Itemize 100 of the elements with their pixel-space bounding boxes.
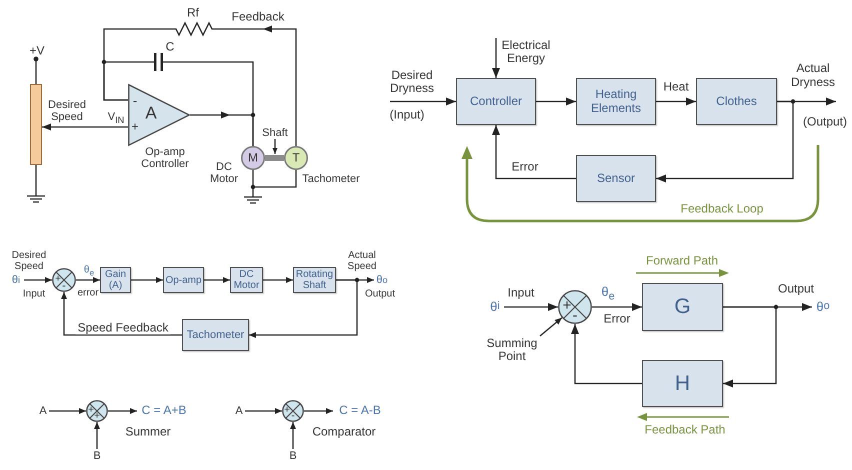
edge-label: Heat (661, 80, 691, 94)
block-label: Heating Elements (590, 88, 642, 115)
sign-label: - (62, 280, 66, 292)
shaft-label: Shaft (261, 127, 289, 139)
motor-shaft (265, 155, 284, 161)
feedback-wire (103, 22, 297, 146)
process-box (576, 78, 656, 125)
wire (42, 124, 128, 130)
summing-junction (282, 400, 304, 422)
input-label: B (91, 449, 103, 463)
caption-label: Tachometer (302, 172, 360, 186)
block-label: Op-amp (165, 274, 202, 286)
block-label: DC Motor (232, 269, 260, 291)
equation-label: C = A+B (137, 403, 191, 419)
caption-label: Desired Speed (47, 98, 87, 124)
edge-label: Error (510, 160, 540, 174)
caption-label: Output (778, 282, 814, 296)
arrow (656, 100, 794, 182)
signal-symbol: θ$_{e}$ (601, 284, 615, 304)
caption-label: Desired Speed (10, 250, 48, 272)
arrow (390, 98, 456, 106)
process-box (576, 155, 656, 202)
input-label: B (287, 449, 299, 463)
arrow (723, 306, 777, 388)
block-label: H (674, 372, 690, 396)
block-label: Controller (470, 94, 522, 108)
block-label: Clothes (716, 94, 757, 108)
callout-label: Summing Point (484, 336, 540, 364)
signal-label: Error (604, 312, 630, 326)
arrow (61, 292, 182, 336)
sign-label: - (132, 94, 138, 108)
block-label: Rotating Shaft (295, 269, 334, 291)
process-box (696, 78, 777, 125)
component-label: Rf (187, 6, 199, 20)
arrow (290, 422, 296, 449)
arrow (249, 279, 358, 338)
arrow (131, 277, 163, 283)
arrow (245, 408, 282, 414)
sign-label: + (94, 410, 100, 422)
output-label: Actual Dryness (790, 62, 836, 89)
input-label: A (233, 404, 245, 418)
arrow (656, 98, 696, 106)
sign-label: + (132, 120, 138, 134)
potentiometer (30, 84, 42, 165)
sign-label: + (55, 274, 61, 284)
sign-label: + (88, 404, 94, 416)
wire (252, 170, 297, 188)
block-label: G (674, 295, 691, 319)
arrow (571, 324, 642, 384)
arrow (49, 408, 86, 414)
arrow (492, 125, 576, 180)
motor-circle (241, 146, 265, 170)
arrow (24, 277, 52, 283)
caption-label: Output (364, 288, 396, 300)
wire (103, 61, 154, 101)
signal-symbol: θ$_{e}$ (84, 264, 94, 278)
caption-label: DC Motor (208, 160, 240, 186)
block-label: Tachometer (186, 328, 244, 342)
caption-label: Summer (125, 425, 171, 439)
sign-label: + (562, 298, 572, 314)
arrow (492, 38, 500, 78)
process-box (182, 319, 249, 351)
block-label: Gain (A) (104, 269, 128, 291)
caption-label: (Input) (390, 108, 424, 122)
arrow (108, 408, 137, 414)
edge-label: Speed Feedback (76, 321, 170, 335)
symbol-letter: T (292, 151, 300, 165)
summing-junction (52, 268, 76, 292)
process-box (456, 78, 536, 125)
caption-label: Input (508, 286, 534, 300)
summing-junction (86, 400, 108, 422)
process-box (642, 360, 723, 407)
arrow (94, 422, 100, 449)
component-label: C (166, 40, 174, 54)
summing-junction (558, 290, 592, 324)
wire (163, 61, 254, 146)
path-label: Forward Path (646, 254, 718, 268)
leader-line (272, 139, 278, 154)
path-label: Feedback Path (644, 423, 726, 437)
caption-label: Input (22, 288, 46, 300)
sign-label: + (284, 404, 290, 416)
arrow (263, 277, 293, 283)
voltage-label: +V (30, 44, 44, 58)
caption-label: (Output) (803, 115, 847, 129)
equation-label: C = A-B (333, 403, 387, 419)
caption-label: Actual Speed (346, 250, 378, 272)
arrow (204, 277, 230, 283)
tachometer-circle (284, 146, 308, 170)
process-box (642, 283, 723, 331)
symbol-letter: A (145, 104, 157, 124)
leader-line (540, 317, 562, 336)
caption-label: Comparator (312, 425, 376, 439)
arrow (304, 408, 333, 414)
loop-label: Feedback Loop (680, 202, 764, 216)
edge-label: Feedback (230, 10, 286, 24)
arrow (504, 303, 558, 311)
sign-label: - (572, 308, 578, 324)
signal-label: error (77, 288, 99, 298)
op-amp-symbol (128, 84, 190, 146)
arrow (592, 303, 642, 311)
